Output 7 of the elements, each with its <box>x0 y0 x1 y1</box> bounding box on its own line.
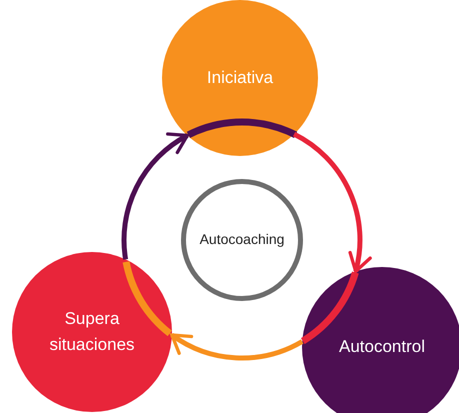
cycle-arrow <box>170 332 304 360</box>
cycle-arrow <box>122 133 189 260</box>
node-label: Autocontrol <box>339 336 425 358</box>
node-label: Supera situaciones <box>48 308 136 356</box>
cycle-arrow <box>292 132 371 274</box>
node-label: Autocoaching <box>200 230 284 250</box>
node-label: Iniciativa <box>206 66 274 89</box>
